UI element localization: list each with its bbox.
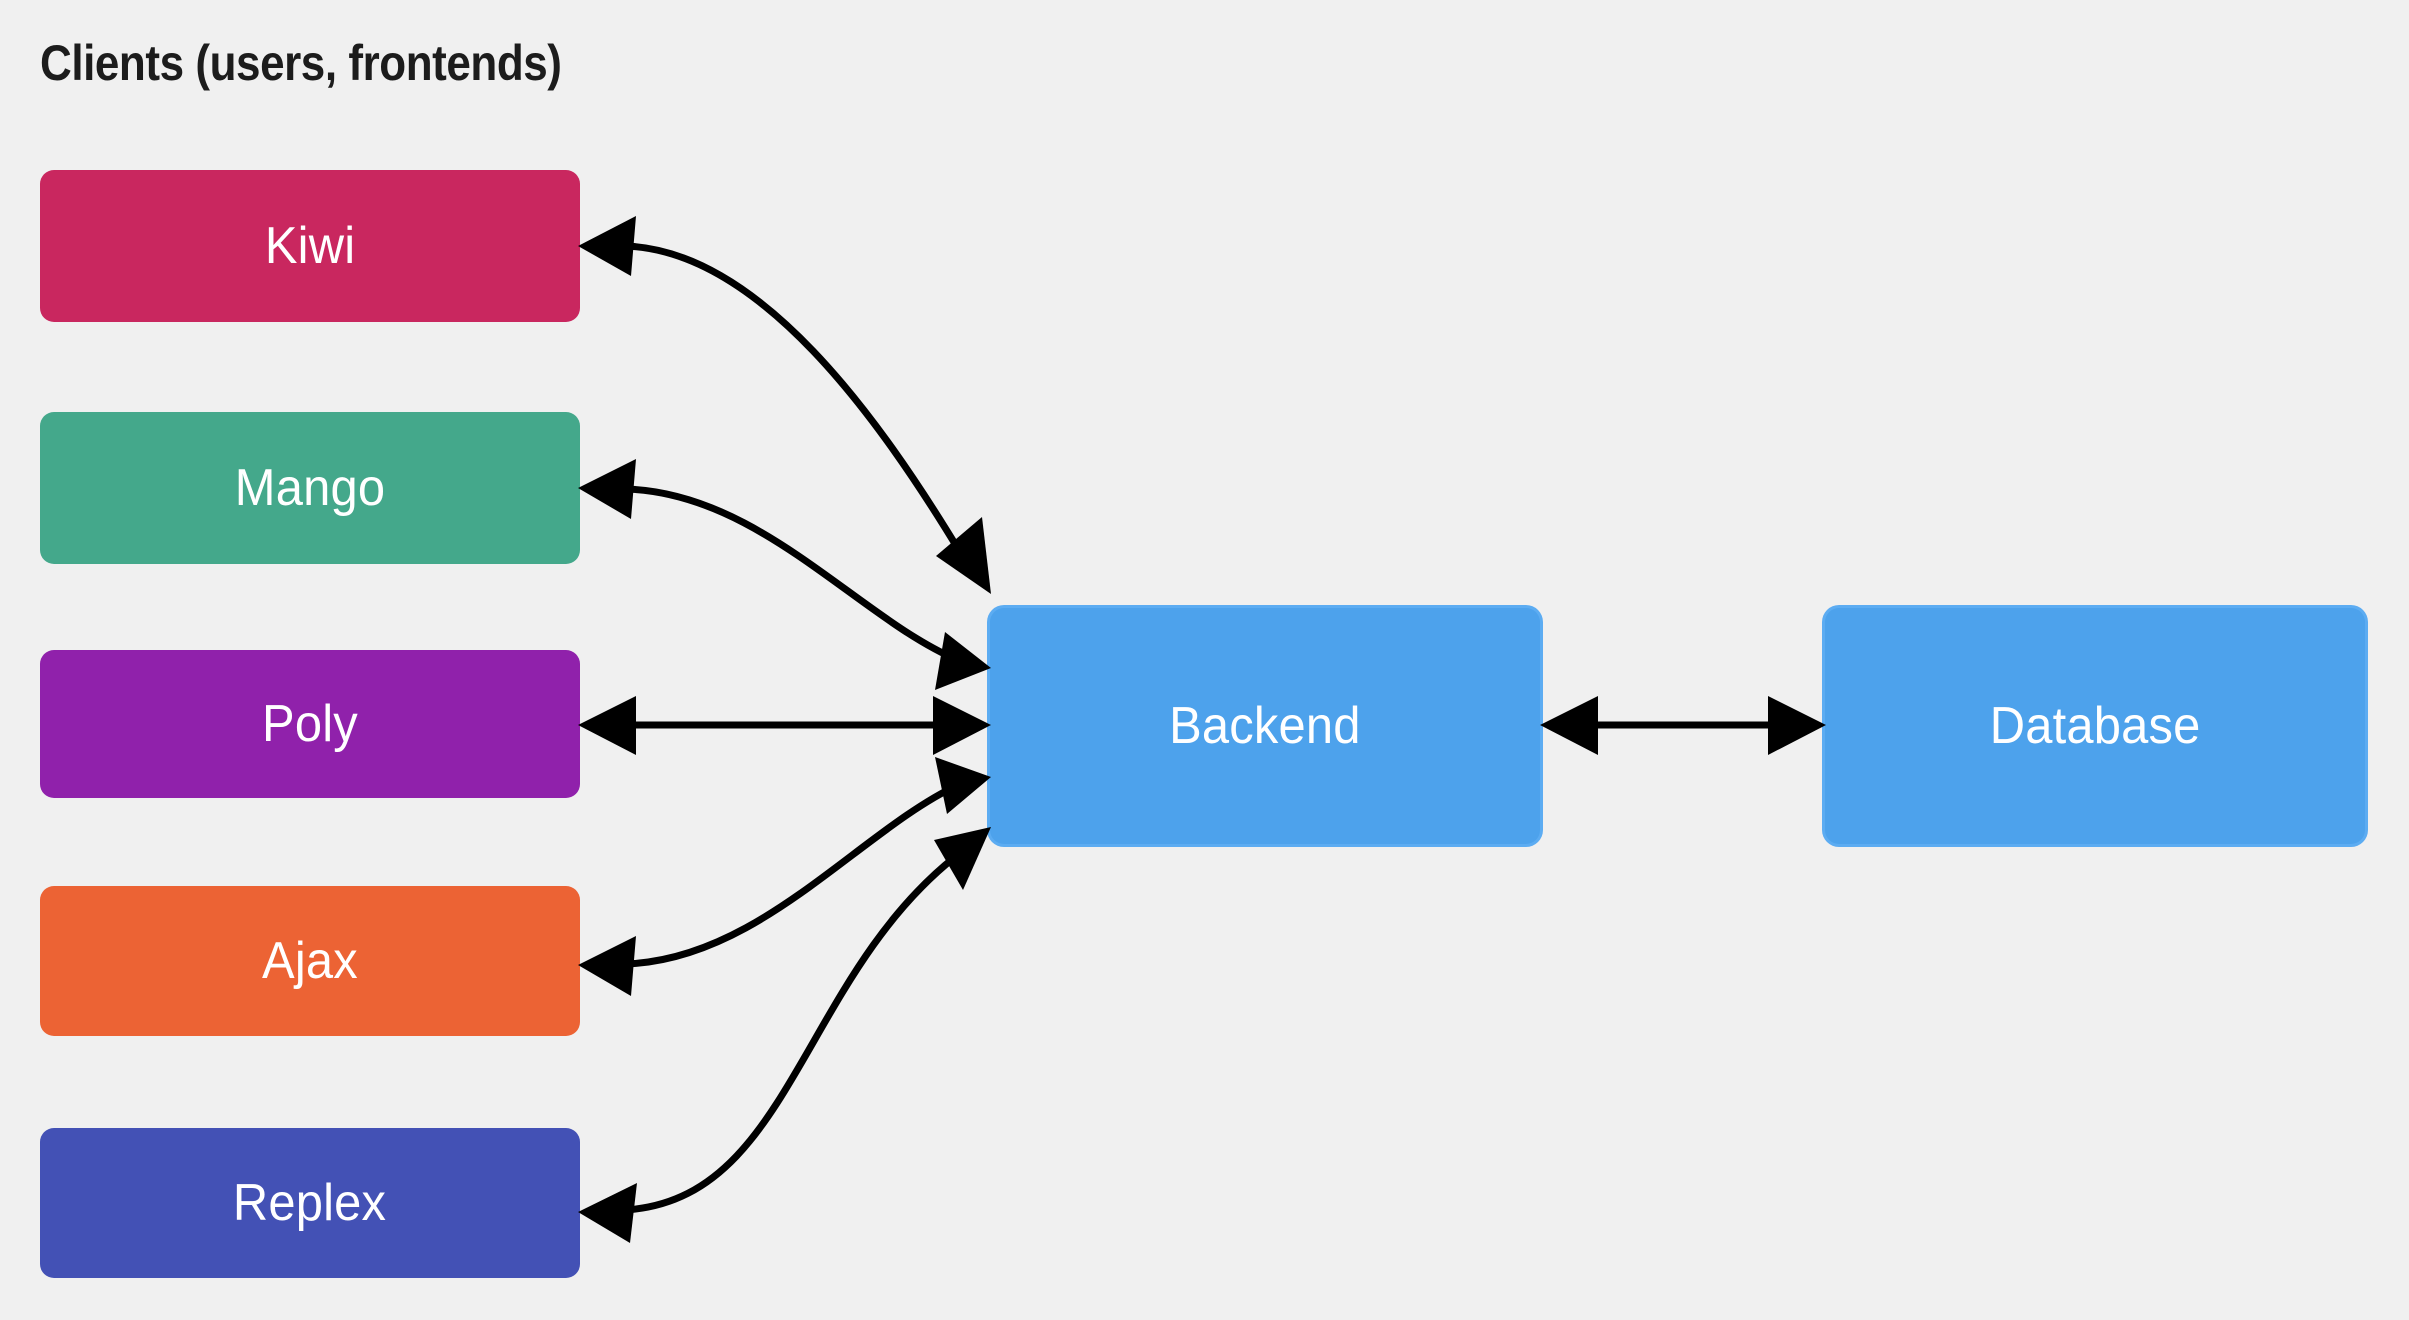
node-ajax-label: Ajax [262,932,358,990]
node-poly-label: Poly [262,695,358,753]
edge-ajax-backend-head-client [578,936,636,996]
edge-poly-backend-head-backend [933,696,991,755]
node-poly[interactable]: Poly [40,650,580,798]
edge-replex-backend-head-backend [934,827,991,890]
node-backend[interactable]: Backend [990,608,1540,844]
edge-ajax-backend [578,757,991,996]
node-backend-label: Backend [1169,697,1361,755]
edge-backend-database-head-database [1768,696,1826,755]
clients-section-title: Clients (users, frontends) [40,35,562,91]
node-kiwi[interactable]: Kiwi [40,170,580,322]
edge-kiwi-backend-head-client [578,216,636,276]
edge-mango-backend-path [624,485,962,665]
edge-poly-backend-head-client [578,696,636,755]
edge-ajax-backend-head-backend [935,757,991,814]
edge-replex-backend-head-client [578,1183,637,1243]
edge-mango-backend [578,459,991,690]
node-database[interactable]: Database [1825,608,2365,844]
edge-backend-database-head-backend [1540,696,1598,755]
node-database-label: Database [1989,697,2201,755]
node-mango-label: Mango [234,459,386,517]
edge-replex-backend [578,827,991,1243]
edge-mango-backend-head-client [578,459,636,519]
node-kiwi-label: Kiwi [264,217,356,275]
edge-kiwi-backend-path [624,242,963,554]
edge-replex-backend-path [624,854,958,1214]
edge-backend-database [1540,696,1826,755]
edge-kiwi-backend-head-backend [936,517,991,594]
edge-kiwi-backend [578,216,991,594]
edge-ajax-backend-path [624,780,962,968]
node-mango[interactable]: Mango [40,412,580,564]
node-ajax[interactable]: Ajax [40,886,580,1036]
edge-mango-backend-head-backend [935,632,991,690]
node-replex-label: Replex [233,1174,387,1232]
edge-poly-backend [578,696,991,755]
node-replex[interactable]: Replex [40,1128,580,1278]
